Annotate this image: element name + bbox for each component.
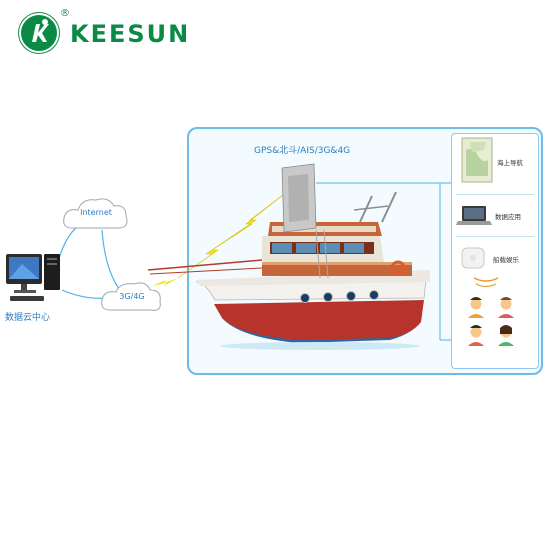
signal-wave-icon	[473, 277, 499, 288]
panel-link-lines	[316, 182, 451, 341]
laptop-icon	[456, 206, 492, 225]
panel-divider	[456, 236, 534, 237]
mobile-network-cloud-icon	[101, 282, 161, 311]
wifi-router-icon	[461, 247, 485, 269]
brand-logo: ® KEESUN	[18, 8, 191, 62]
users-icon	[468, 297, 514, 346]
mobile-network-cloud: 3G/4G	[104, 292, 160, 306]
sea-navigation-label: 海上导航	[497, 159, 523, 167]
logo-mark-icon	[18, 12, 60, 54]
internet-cloud-icon	[63, 198, 128, 229]
mobile-network-label: 3G/4G	[119, 292, 145, 301]
brand-name: KEESUN	[70, 20, 191, 48]
internet-label: Internet	[80, 208, 112, 217]
data-application-label: 数据应用	[495, 213, 521, 221]
registered-mark: ®	[60, 8, 70, 19]
network-links	[57, 221, 121, 299]
fishing-boat-illustration	[147, 163, 430, 350]
data-center-label: 数据云中心	[5, 313, 51, 323]
desktop-computer-icon	[6, 254, 60, 301]
panel-divider	[456, 194, 534, 195]
wireless-signal-bolts	[152, 187, 293, 286]
sea-navigation-map-icon	[461, 137, 493, 183]
internet-cloud: Internet	[66, 208, 126, 222]
onboard-entertainment-label: 船载娱乐	[493, 256, 519, 264]
satellite-signal-label: GPS&北斗/AIS/3G&4G	[254, 146, 351, 156]
